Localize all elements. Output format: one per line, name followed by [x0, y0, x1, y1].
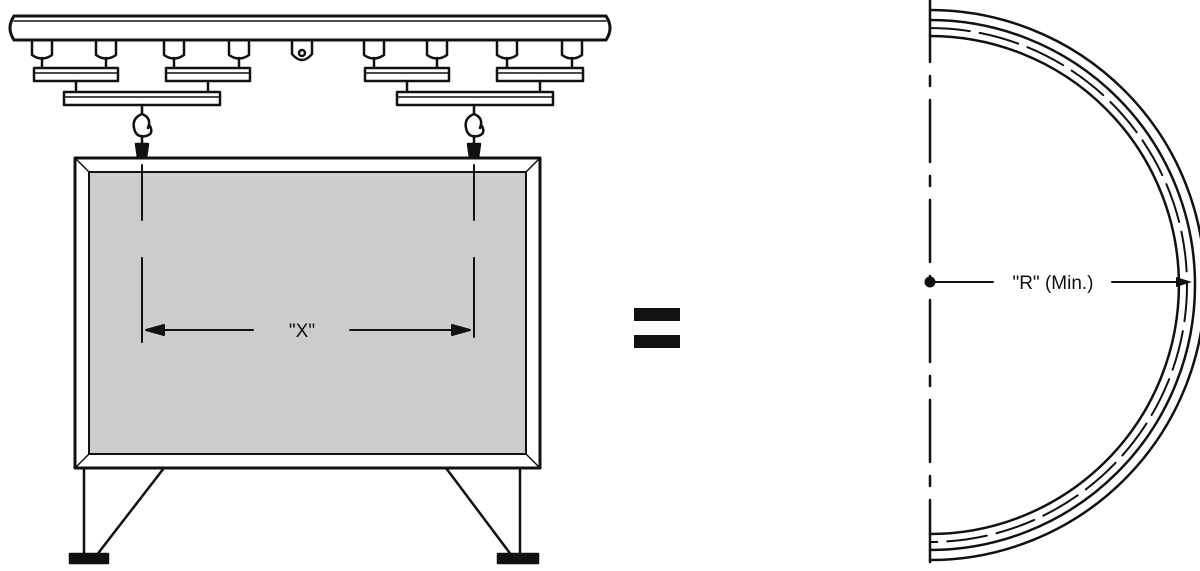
outer-rail-arc	[928, 8, 1200, 562]
trolley-wheels	[30, 40, 584, 70]
hook-spacing-dimension	[141, 164, 475, 343]
load-bar-connectors	[74, 79, 542, 94]
trolley-wheel-icon	[560, 40, 584, 60]
panel-stand	[68, 466, 540, 565]
outer-rail-arc-2	[928, 18, 1197, 552]
rail-centerline-arc	[929, 27, 1188, 543]
trolley-wheel-icon	[227, 40, 251, 60]
equals-sign-icon	[634, 308, 680, 348]
trolley-wheel-icon	[30, 40, 54, 60]
radius-label: "R" (Min.)	[1012, 273, 1093, 294]
trolley-wheel-icon	[94, 40, 118, 60]
overhead-rail	[8, 14, 612, 42]
crane-hook-icon	[464, 103, 485, 160]
load-bars-upper	[32, 66, 585, 83]
trolley-wheel-icon	[362, 40, 386, 60]
load-bars-lower	[62, 90, 555, 107]
trolley-wheel-icon	[425, 40, 449, 60]
overhead-conveyor-assembly	[8, 14, 612, 565]
trolley-wheel-icon	[495, 40, 519, 60]
hook-spacing-label: "X"	[289, 321, 315, 342]
carried-panel	[73, 156, 542, 470]
curve-radius-figure	[924, 0, 1200, 571]
trolley-wheel-icon	[162, 40, 186, 60]
crane-hook-icon	[132, 103, 153, 160]
